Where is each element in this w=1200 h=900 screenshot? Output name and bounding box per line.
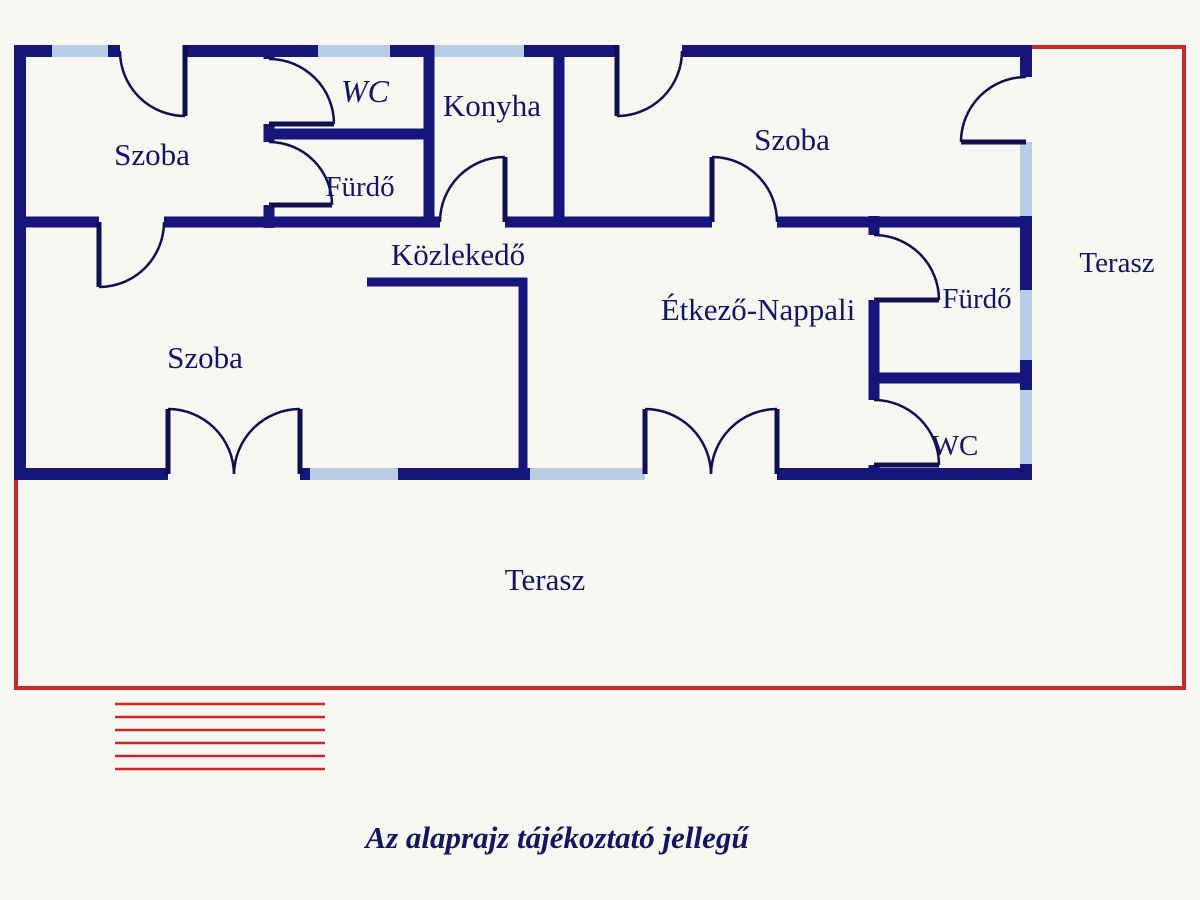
room-label-szoba-top-left: Szoba [114, 137, 190, 172]
door-arc [959, 75, 1027, 143]
door-arc [873, 398, 941, 466]
room-label-terasz-right: Terasz [1079, 247, 1154, 279]
room-label-kozlekedo: Közlekedő [391, 237, 525, 272]
door-arc [616, 50, 684, 118]
room-labels: Szoba WC Konyha Szoba Fürdő Közlekedő Ét… [114, 73, 1155, 597]
door-arc [709, 407, 778, 475]
steps-hatch [115, 702, 325, 771]
room-label-furdo-right: Fürdő [942, 283, 1011, 315]
door-arc [438, 155, 506, 223]
room-label-wc-top: WC [341, 73, 390, 109]
door-arc [711, 155, 779, 223]
door-arc [232, 407, 301, 475]
terrace-boundary [14, 45, 1186, 690]
terrace-boundary-line [14, 45, 1186, 690]
windows [52, 45, 1032, 480]
door-arc [98, 221, 166, 289]
door-arc [644, 407, 713, 475]
exterior-walls [14, 45, 1032, 480]
door-arc [118, 50, 186, 118]
door-arc [268, 57, 336, 125]
door-arc [873, 233, 941, 301]
door-arc [268, 140, 334, 206]
disclaimer-text: Az alaprajz tájékoztató jellegű [363, 820, 750, 855]
room-label-etkezo-nappali: Étkező-Nappali [661, 292, 856, 327]
room-label-furdo-top: Fürdő [325, 171, 394, 203]
room-label-wc-right: WC [932, 430, 979, 462]
room-label-szoba-bottom-left: Szoba [167, 340, 243, 375]
door-arc [167, 407, 236, 475]
room-label-szoba-top-right: Szoba [754, 122, 830, 157]
room-label-terasz-bottom: Terasz [505, 562, 585, 597]
doors [96, 45, 1027, 475]
interior-walls [14, 45, 1032, 480]
room-label-konyha: Konyha [443, 88, 541, 123]
